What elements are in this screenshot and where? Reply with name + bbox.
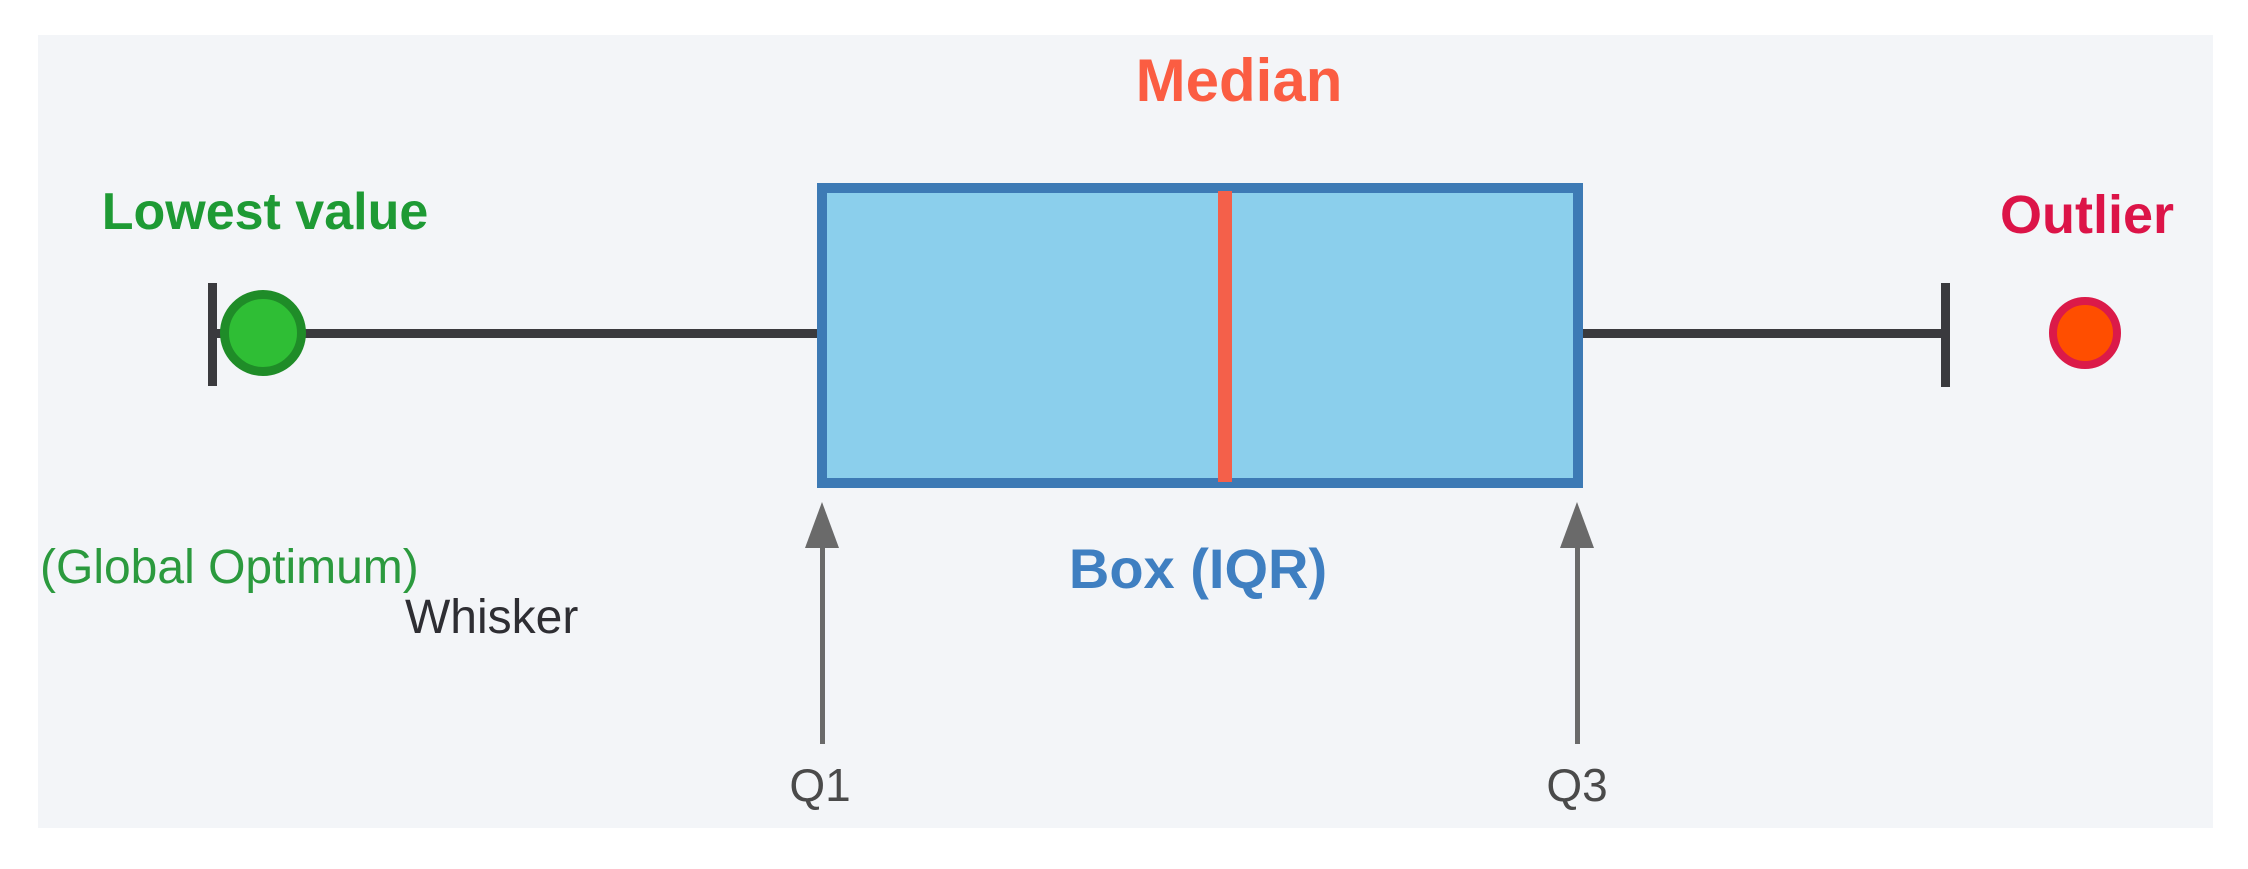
- lowest-value-label: Lowest value: [101, 183, 429, 241]
- global-optimum-label: (Global Optimum): [40, 541, 419, 594]
- q1-label: Q1: [789, 759, 851, 811]
- q3-label: Q3: [1546, 759, 1608, 811]
- q1-arrow-head-icon: [805, 502, 839, 548]
- q1-arrow-line: [820, 546, 825, 744]
- median-label: Median: [1135, 47, 1343, 114]
- right-whisker-line: [1583, 329, 1945, 338]
- lowest-value-marker: [220, 290, 306, 376]
- box-iqr-label: Box (IQR): [1068, 537, 1328, 600]
- iqr-box: [817, 183, 1583, 488]
- right-whisker-cap: [1941, 283, 1950, 387]
- left-whisker-cap: [208, 283, 217, 386]
- outlier-marker: [2049, 297, 2121, 369]
- left-whisker-line: [216, 329, 817, 338]
- q3-arrow-head-icon: [1560, 502, 1594, 548]
- outlier-label: Outlier: [1999, 185, 2175, 245]
- whisker-label: Whisker: [405, 591, 579, 644]
- median-line: [1218, 191, 1232, 482]
- q3-arrow-line: [1575, 546, 1580, 744]
